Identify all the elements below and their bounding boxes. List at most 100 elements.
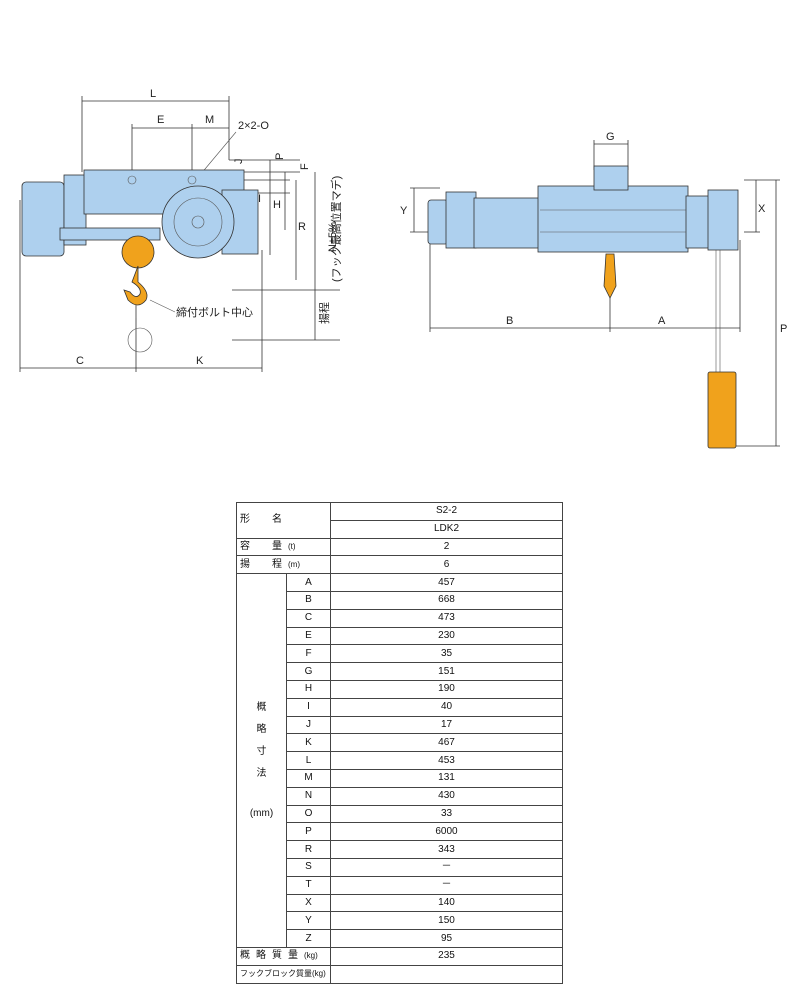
dim-value: 190 <box>330 679 563 699</box>
mass-value: 235 <box>330 946 563 966</box>
dim-value: 40 <box>330 697 563 717</box>
mass-unit: (kg) <box>304 951 318 961</box>
dim-key: X <box>286 893 331 913</box>
dim-value: 6000 <box>330 822 563 842</box>
dim-label-g: G <box>606 131 615 143</box>
dim-value: 131 <box>330 768 563 788</box>
dim-value: 33 <box>330 804 563 824</box>
dim-label-m: M <box>205 114 214 126</box>
dim-label-b: B <box>506 315 513 327</box>
hoist-drawing: L E M 2×2-O J P F I H R N±5% (フック最高位置マデ)… <box>19 88 787 449</box>
dim-key: Z <box>286 929 331 948</box>
capacity-label: 容 量 <box>240 540 288 552</box>
lift-value: 6 <box>330 555 563 575</box>
table-row: T－ <box>237 875 563 895</box>
table-row-hookblock: フックブロック質量(kg) <box>236 964 563 984</box>
dims-group-label: 概略寸法 (mm) <box>236 573 287 948</box>
dim-value: 17 <box>330 715 563 735</box>
dims-unit: (mm) <box>249 807 274 819</box>
dim-value: 140 <box>330 893 563 913</box>
dim-value: 230 <box>330 626 563 646</box>
dim-key: J <box>286 715 331 735</box>
lift-label: 揚 程 <box>240 558 288 570</box>
dim-value: － <box>330 875 563 895</box>
model-label: 形 名 <box>236 502 331 539</box>
front-view: G Y X P B A <box>400 131 787 449</box>
dim-label-i: I <box>258 193 261 205</box>
dim-note-n: (フック最高位置マデ) <box>329 176 343 282</box>
dim-label-f: F <box>299 163 311 170</box>
hookblock-label: フックブロック質量 <box>240 969 312 979</box>
dim-label-l: L <box>150 88 156 100</box>
dim-key: B <box>286 590 331 610</box>
dim-key: R <box>286 840 331 859</box>
hookblock-unit: (kg) <box>312 969 326 979</box>
hookblock-value <box>330 964 563 984</box>
dim-key: E <box>286 626 331 646</box>
dim-key: T <box>286 875 331 895</box>
table-row-model: 形 名 S2-2 <box>236 502 563 539</box>
mass-label: 概略質量 <box>240 950 304 962</box>
capacity-value: 2 <box>330 537 563 557</box>
dim-value: 95 <box>330 929 563 948</box>
dim-label-p-small: P <box>274 153 286 160</box>
dim-label-k: K <box>196 355 204 367</box>
dim-value: 668 <box>330 590 563 610</box>
dim-label-n: N±5% <box>327 222 339 252</box>
dim-value: 430 <box>330 786 563 806</box>
dim-value: 343 <box>330 840 563 859</box>
dims-group-char: 概 <box>256 701 267 713</box>
dim-key: S <box>286 857 331 877</box>
dim-value: 457 <box>330 573 563 592</box>
dim-label-a: A <box>658 315 666 327</box>
lift-unit: (m) <box>288 559 300 569</box>
dim-value: 453 <box>330 751 563 770</box>
dim-key: C <box>286 608 331 628</box>
dim-key: Y <box>286 911 331 931</box>
dim-key: I <box>286 697 331 717</box>
label-bolt-center: 締付ボルト中心 <box>176 305 253 319</box>
dim-label-e: E <box>157 114 164 126</box>
dim-key: N <box>286 786 331 806</box>
table-row-mass: 概略質量(kg) 235 <box>236 946 563 966</box>
dim-value: － <box>330 857 563 877</box>
table-row-capacity: 容 量(t) 2 <box>236 537 563 557</box>
capacity-unit: (t) <box>288 541 296 551</box>
dim-key: M <box>286 768 331 788</box>
dim-key: O <box>286 804 331 824</box>
dims-group-char: 略 <box>256 723 267 735</box>
dim-value: 473 <box>330 608 563 628</box>
dim-label-x: X <box>758 203 766 215</box>
dim-label-c: C <box>76 355 84 367</box>
dim-label-lift: 揚程 <box>318 302 331 324</box>
dim-value: 467 <box>330 733 563 753</box>
dim-key: A <box>286 573 331 592</box>
dim-key: H <box>286 679 331 699</box>
dim-label-o: 2×2-O <box>238 120 269 132</box>
dim-key: L <box>286 751 331 770</box>
model-value-2: LDK2 <box>330 519 563 539</box>
dim-key: G <box>286 662 331 681</box>
dims-group-char: 法 <box>256 767 267 779</box>
dim-key: P <box>286 822 331 842</box>
dim-key: K <box>286 733 331 753</box>
dim-label-p-large: P <box>780 323 787 335</box>
dim-key: F <box>286 644 331 664</box>
dim-label-r: R <box>298 221 306 233</box>
dim-label-j: J <box>233 159 245 165</box>
table-row-lift: 揚 程(m) 6 <box>236 555 563 575</box>
dims-group-char: 寸 <box>256 745 267 757</box>
dim-label-h: H <box>273 199 281 211</box>
spec-table: 形 名 S2-2 LDK2 容 量(t) 2 揚 程(m) 6 概略寸法 (mm)… <box>236 502 563 984</box>
dim-label-y: Y <box>400 205 408 217</box>
model-value-1: S2-2 <box>330 502 563 521</box>
dim-value: 151 <box>330 662 563 681</box>
side-view: L E M 2×2-O J P F I H R N±5% (フック最高位置マデ)… <box>19 88 343 372</box>
dim-value: 35 <box>330 644 563 664</box>
dim-value: 150 <box>330 911 563 931</box>
